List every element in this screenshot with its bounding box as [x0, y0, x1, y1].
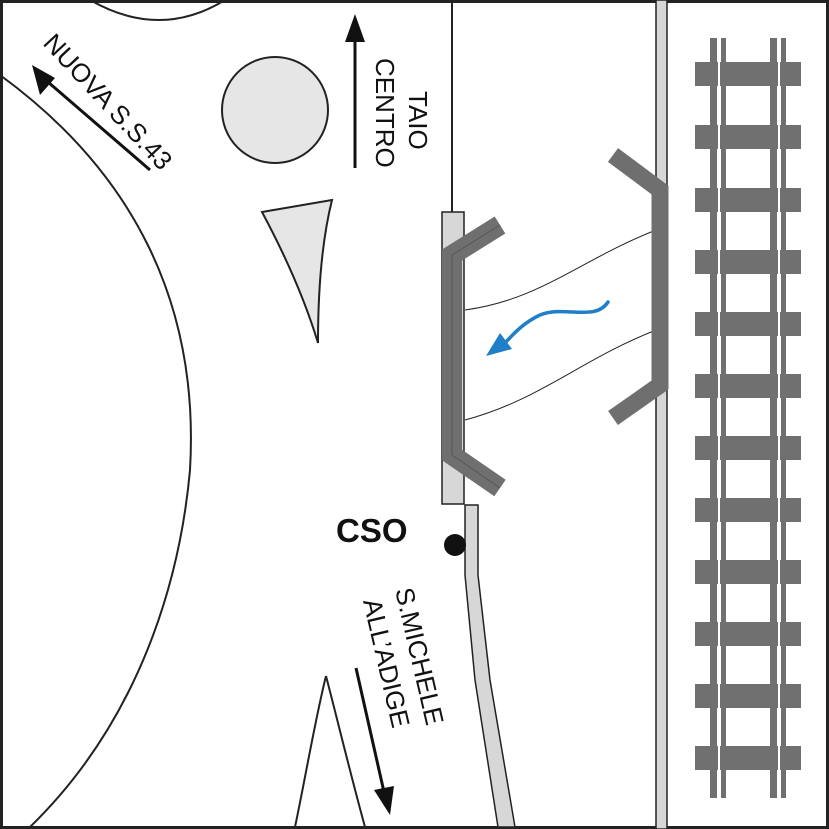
triangle-island: [260, 198, 334, 344]
channel-bank-strip-lower: [464, 504, 516, 828]
label-taio-line1: TAIO: [403, 91, 433, 150]
road-network: [0, 0, 453, 828]
cso-marker-icon: [444, 534, 466, 556]
arrow-smichele-icon: [354, 667, 394, 815]
water-line-upper: [464, 229, 657, 311]
outfall-bracket-left-outline: [451, 224, 501, 489]
label-taio-line2: CENTRO: [370, 58, 400, 168]
road-bottom-split-right: [325, 675, 366, 828]
roundabout-island: [221, 56, 329, 164]
arrow-taio-icon: [345, 14, 365, 168]
road-bottom-split-left: [294, 675, 327, 828]
railway-track: [695, 38, 801, 798]
arrow-nuova-ss43-icon: [32, 65, 151, 172]
flow-arrow-icon: [486, 300, 610, 356]
outfall-bracket-right: [607, 148, 669, 425]
water-line-lower: [464, 329, 657, 421]
channel-bank-right: [655, 0, 668, 829]
outfall-bracket-left: [442, 216, 506, 497]
road-left-edge: [0, 74, 192, 828]
railway-rails: [710, 38, 786, 798]
label-cso: CSO: [336, 512, 408, 549]
top-roundabout-edge: [89, 0, 226, 21]
